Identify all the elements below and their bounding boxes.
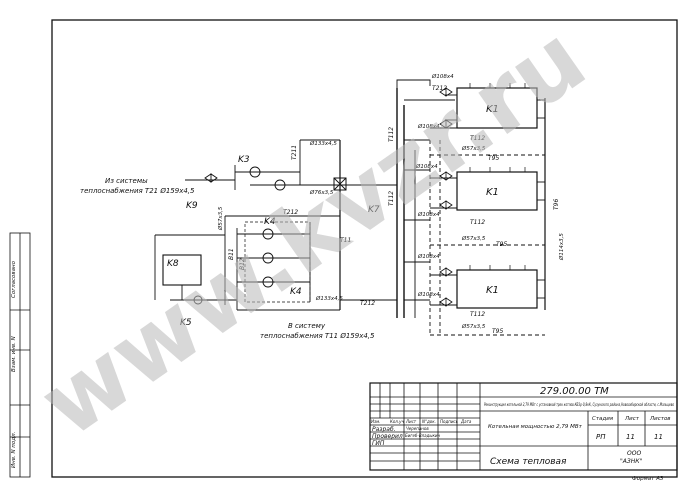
person-developer: Черепанов [406,426,429,431]
company-line2: "АЗНК" [620,458,642,465]
role-developer: Разраб. [372,426,396,433]
label-d108-1: Ø108х4 [431,73,454,80]
label-k9: K9 [186,201,198,211]
label-d57-1: Ø57х3,5 [461,145,486,152]
label-d108-4: Ø108х4 [417,211,440,218]
label-t95-b: Т95 [496,241,507,248]
stage-value: РП [596,433,606,441]
boiler-1 [430,87,545,129]
label-t112-vert-1: Т112 [388,127,395,142]
object-name: Котельная мощностью 2,79 МВт [488,424,583,430]
label-d57-4: Ø57х3,5 [217,206,224,231]
label-k1-c: K1 [486,285,499,296]
boiler-2 [430,171,545,211]
side-label-agreed: Согласовано [11,260,17,298]
company-line1: ООО [627,450,641,457]
title-block-text: 279.00.00 ТМ Реконструкция котельной 2,7… [371,386,674,482]
sheets-value: 11 [654,433,663,441]
label-d108-5: Ø108х4 [417,253,440,260]
col-izm: Изм. [371,419,380,424]
sheet-label: Лист [624,416,640,422]
label-t211: Т211 [291,145,298,160]
label-to-system-2: теплоснабжения Т11 Ø159х4,5 [260,332,375,340]
label-d76: Ø76х3,5 [309,189,334,196]
doc-code: 279.00.00 ТМ [540,386,609,397]
label-d133-1: Ø133х4,5 [309,140,337,147]
watermark: www.kvzr.ru [21,5,604,458]
schematic [154,79,546,336]
sheet-frame [51,19,678,478]
label-from-system: Из системы [105,177,148,185]
label-k5: K5 [180,318,192,328]
sheet-value: 11 [626,433,635,441]
label-from-system-2: теплоснабжения Т21 Ø159х4,5 [80,187,195,195]
label-t112-vert-2: Т112 [388,191,395,206]
label-d108-6: Ø108х4 [417,291,440,298]
project-title: Реконструкция котельной 2,79 МВт с устан… [484,402,674,408]
role-checked: Проверил [372,433,403,440]
label-d57-2: Ø57х3,5 [461,235,486,242]
format-label: Формат А3 [632,476,664,482]
label-k4-b: K4 [290,287,302,297]
side-label-replace: Взам. инв. N [11,336,17,372]
label-k1-b: K1 [486,187,499,198]
label-t112-a: Т112 [470,135,485,142]
col-sign: Подпись [440,419,459,424]
label-t112-b: Т112 [470,219,485,226]
label-t212-bot: Т212 [360,300,375,307]
label-d114: Ø114х3,5 [558,233,565,261]
label-t95-c: Т95 [492,328,503,335]
label-d57-3: Ø57х3,5 [461,323,486,330]
label-to-system: В систему [288,322,326,330]
sheet-title: Схема тепловая [490,457,567,467]
label-k4: K4 [264,217,276,227]
label-t112-c: Т112 [470,311,485,318]
label-k3: K3 [238,155,250,165]
stage-label: Стадия [592,416,614,422]
label-d108-3: Ø108х4 [415,163,438,170]
schematic-labels: Из системы теплоснабжения Т21 Ø159х4,5 В… [80,73,565,340]
col-kol: Кол.уч [390,419,404,424]
col-date: Дата [460,419,472,424]
label-d108-2: Ø108х4 [417,123,440,130]
label-b11: В11 [228,248,235,260]
side-label-inv: Инв. N подл. [11,431,17,468]
label-t212-mid: Т212 [283,209,298,216]
col-ndok: N°док. [422,419,436,424]
label-t95-a: Т95 [488,155,499,162]
label-k7: K7 [368,205,380,215]
title-block [369,382,678,471]
label-k1-a: K1 [486,104,499,115]
side-strip [9,232,31,478]
role-gip: ГИП [372,440,385,447]
person-checked: Бигеб-Владыкин [405,433,441,438]
sheets-label: Листов [649,416,671,422]
label-k8: K8 [167,259,179,269]
col-list: Лист [405,419,417,424]
label-b12: В12 [239,258,246,270]
label-t212-top: Т212 [432,85,447,92]
label-d133-2: Ø133х4,5 [315,295,343,302]
label-t11: Т11 [340,237,351,244]
label-t96: Т96 [553,199,560,210]
boiler-3 [430,269,545,309]
